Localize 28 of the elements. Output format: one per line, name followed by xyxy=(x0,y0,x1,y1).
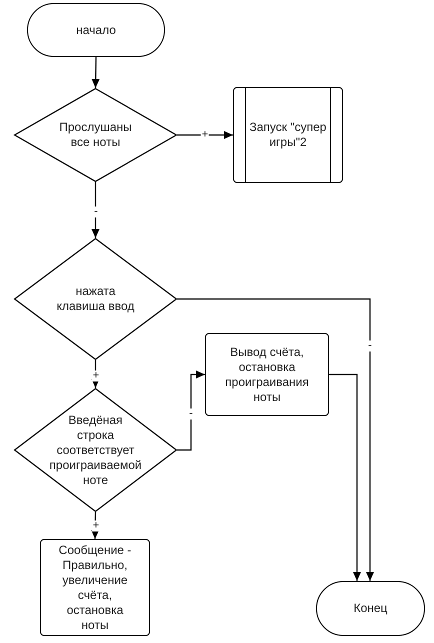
decision-text: Прослушаны все ноты xyxy=(58,120,133,150)
process-text: Сообщение - Правильно, увеличение счёта, остановка ноты xyxy=(58,542,132,632)
decision-diamond xyxy=(14,88,177,182)
flow-arrow xyxy=(177,131,233,139)
edge-label: - xyxy=(367,340,373,352)
process-box xyxy=(40,539,150,636)
terminal-label: начало xyxy=(75,22,117,38)
subprocess-box xyxy=(233,87,343,183)
decision-text: нажата клавиша ввод xyxy=(56,284,136,314)
process-box xyxy=(205,333,329,416)
flow-arrow xyxy=(329,374,361,581)
decision-diamond xyxy=(14,388,177,512)
flow-arrow xyxy=(177,298,374,581)
decision-text: Введёная строка соответствует проиграиваемой ноте xyxy=(49,412,142,488)
edge-label: - xyxy=(93,206,99,218)
edge-label: - xyxy=(188,408,194,420)
edge-label: + xyxy=(92,520,100,532)
terminal-pill xyxy=(27,3,165,57)
terminal-label: Конец xyxy=(352,601,388,616)
flow-arrow xyxy=(92,56,100,88)
terminal-pill xyxy=(316,581,425,636)
flow-arrow xyxy=(92,182,100,238)
edge-label: + xyxy=(92,370,100,382)
decision-diamond xyxy=(14,238,177,360)
process-text: Вывод счёта, остановка проиграивания ноты xyxy=(224,344,310,404)
flow-arrow xyxy=(177,370,205,451)
flow-arrow xyxy=(91,512,100,540)
process-text: Запуск "супер игры"2 xyxy=(248,120,328,150)
